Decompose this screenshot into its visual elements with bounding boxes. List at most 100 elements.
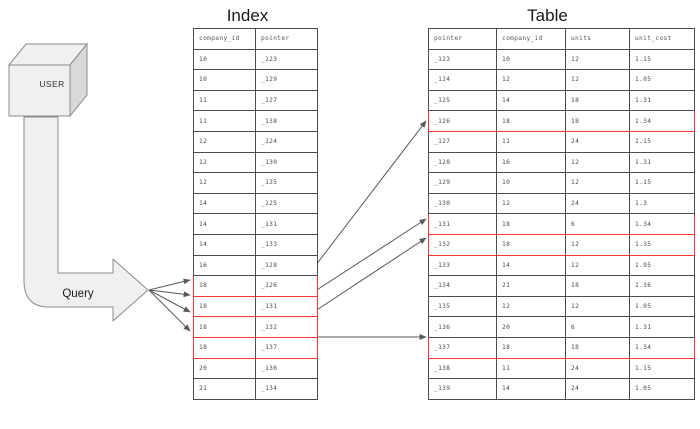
table-cell-pointer: _129 xyxy=(428,172,497,194)
index-cell-pointer: _136 xyxy=(255,357,318,380)
table-cell-company_id: 14 xyxy=(496,89,566,112)
user-node-label: USER xyxy=(39,79,65,89)
index-cell-pointer: _131 xyxy=(255,213,318,235)
table-cell-pointer: _125 xyxy=(428,89,497,112)
index-row[interactable]: 12_135 xyxy=(193,172,318,194)
index-row[interactable]: 18_131 xyxy=(193,295,318,318)
index-cell-company_id: 14 xyxy=(193,213,256,235)
table-cell-unit_cost: 1.35 xyxy=(629,233,695,256)
index-cell-pointer: _131 xyxy=(255,295,318,318)
index-row[interactable]: 16_128 xyxy=(193,254,318,277)
index-cell-pointer: _137 xyxy=(255,336,318,359)
table-column-header: pointer xyxy=(428,28,497,50)
table-cell-pointer: _138 xyxy=(428,357,497,380)
table-cell-pointer: _139 xyxy=(428,378,497,400)
table-cell-unit_cost: 1.3 xyxy=(629,192,695,215)
index-cell-company_id: 16 xyxy=(193,254,256,277)
index-row[interactable]: 18_126 xyxy=(193,275,318,297)
index-title: Index xyxy=(226,6,269,25)
table-cell-company_id: 12 xyxy=(496,69,566,91)
table-cell-company_id: 20 xyxy=(496,316,566,338)
table-cell-units: 24 xyxy=(565,192,630,215)
index-row[interactable]: 11_127 xyxy=(193,89,318,112)
table-cell-pointer: _124 xyxy=(428,69,497,91)
table-cell-pointer: _128 xyxy=(428,151,497,174)
table-cell-units: 24 xyxy=(565,357,630,380)
table-cell-company_id: 18 xyxy=(496,233,566,256)
table-cell-unit_cost: 1.05 xyxy=(629,69,695,91)
table-cell-pointer: _135 xyxy=(428,295,497,318)
table-cell-pointer: _131 xyxy=(428,213,497,235)
table-cell-company_id: 21 xyxy=(496,275,566,297)
table-cell-company_id: 11 xyxy=(496,130,566,153)
index-cell-pointer: _124 xyxy=(255,130,318,153)
table-cell-pointer: _130 xyxy=(428,192,497,215)
index-cell-pointer: _130 xyxy=(255,151,318,174)
table-cell-company_id: 18 xyxy=(496,110,566,132)
index-cell-company_id: 12 xyxy=(193,151,256,174)
index-cell-company_id: 18 xyxy=(193,316,256,338)
table-cell-unit_cost: 1.15 xyxy=(629,172,695,194)
index-row[interactable]: 14_125 xyxy=(193,192,318,215)
table-cell-units: 12 xyxy=(565,233,630,256)
table-cell-company_id: 11 xyxy=(496,357,566,380)
table-cell-unit_cost: 1.31 xyxy=(629,89,695,112)
table-cell-units: 24 xyxy=(565,378,630,400)
index-row[interactable]: 20_136 xyxy=(193,357,318,380)
table-cell-units: 12 xyxy=(565,172,630,194)
table-cell-units: 18 xyxy=(565,89,630,112)
table-cell-company_id: 12 xyxy=(496,295,566,318)
table-cell-unit_cost: 1.31 xyxy=(629,316,695,338)
index-cell-company_id: 18 xyxy=(193,275,256,297)
index-row[interactable]: 12_130 xyxy=(193,151,318,174)
table-cell-company_id: 14 xyxy=(496,378,566,400)
index-row[interactable]: 18_137 xyxy=(193,336,318,359)
table-cell-pointer: _136 xyxy=(428,316,497,338)
index-row[interactable]: 18_132 xyxy=(193,316,318,338)
index-row[interactable]: 21_134 xyxy=(193,378,318,400)
table-cell-units: 12 xyxy=(565,151,630,174)
index-cell-company_id: 10 xyxy=(193,48,256,71)
table-cell-pointer: _123 xyxy=(428,48,497,71)
table-cell-units: 6 xyxy=(565,213,630,235)
index-cell-company_id: 18 xyxy=(193,336,256,359)
index-row[interactable]: 10_123 xyxy=(193,48,318,71)
table-cell-unit_cost: 1.15 xyxy=(629,357,695,380)
table-cell-company_id: 10 xyxy=(496,172,566,194)
index-cell-company_id: 11 xyxy=(193,89,256,112)
index-column-header: pointer xyxy=(255,28,318,50)
table-cell-unit_cost: 1.36 xyxy=(629,275,695,297)
index-cell-pointer: _133 xyxy=(255,233,318,256)
connector-132 xyxy=(305,237,427,318)
index-row[interactable]: 14_131 xyxy=(193,213,318,235)
index-cell-company_id: 18 xyxy=(193,295,256,318)
index-cell-pointer: _135 xyxy=(255,172,318,194)
index-cell-pointer: _138 xyxy=(255,110,318,132)
index-row[interactable]: 11_138 xyxy=(193,110,318,132)
index-row[interactable]: 12_124 xyxy=(193,130,318,153)
index-row[interactable]: 14_133 xyxy=(193,233,318,256)
table-cell-unit_cost: 1.05 xyxy=(629,378,695,400)
connector-126 xyxy=(305,120,427,279)
index-row[interactable]: 10_129 xyxy=(193,69,318,91)
